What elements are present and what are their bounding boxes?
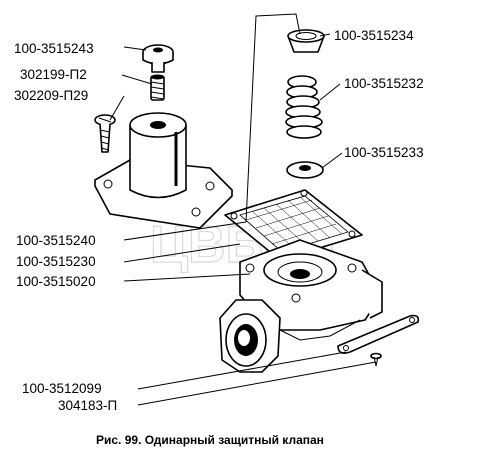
label-100-3515240: 100-3515240 bbox=[16, 233, 96, 248]
gasket-drawing bbox=[224, 189, 363, 261]
label-100-3515020: 100-3515020 bbox=[16, 274, 96, 289]
cap-bolt-drawing bbox=[142, 44, 174, 73]
label-100-3515233: 100-3515233 bbox=[344, 145, 424, 160]
lever-drawing bbox=[337, 314, 420, 354]
leader-lines bbox=[109, 13, 377, 406]
cup-drawing bbox=[287, 29, 325, 53]
label-100-3515230: 100-3515230 bbox=[16, 254, 96, 269]
label-100-3515234: 100-3515234 bbox=[334, 28, 414, 43]
label-100-3515243: 100-3515243 bbox=[14, 41, 94, 56]
label-302199-p2: 302199-П2 bbox=[20, 67, 87, 82]
washer-drawing bbox=[286, 161, 324, 179]
cover-drawing bbox=[94, 112, 233, 229]
label-100-3515232: 100-3515232 bbox=[344, 76, 424, 91]
figure-caption: Рис. 99. Одинарный защитный клапан bbox=[96, 433, 324, 447]
label-304183-p: 304183-П bbox=[58, 398, 117, 413]
label-100-3512099: 100-3512099 bbox=[22, 381, 102, 396]
housing-drawing bbox=[219, 239, 383, 373]
rivet-drawing bbox=[370, 352, 382, 367]
set-screw-drawing bbox=[150, 74, 165, 101]
spring-drawing bbox=[285, 75, 323, 139]
label-302209-p29: 302209-П29 bbox=[14, 88, 88, 103]
screw-drawing bbox=[94, 114, 116, 153]
